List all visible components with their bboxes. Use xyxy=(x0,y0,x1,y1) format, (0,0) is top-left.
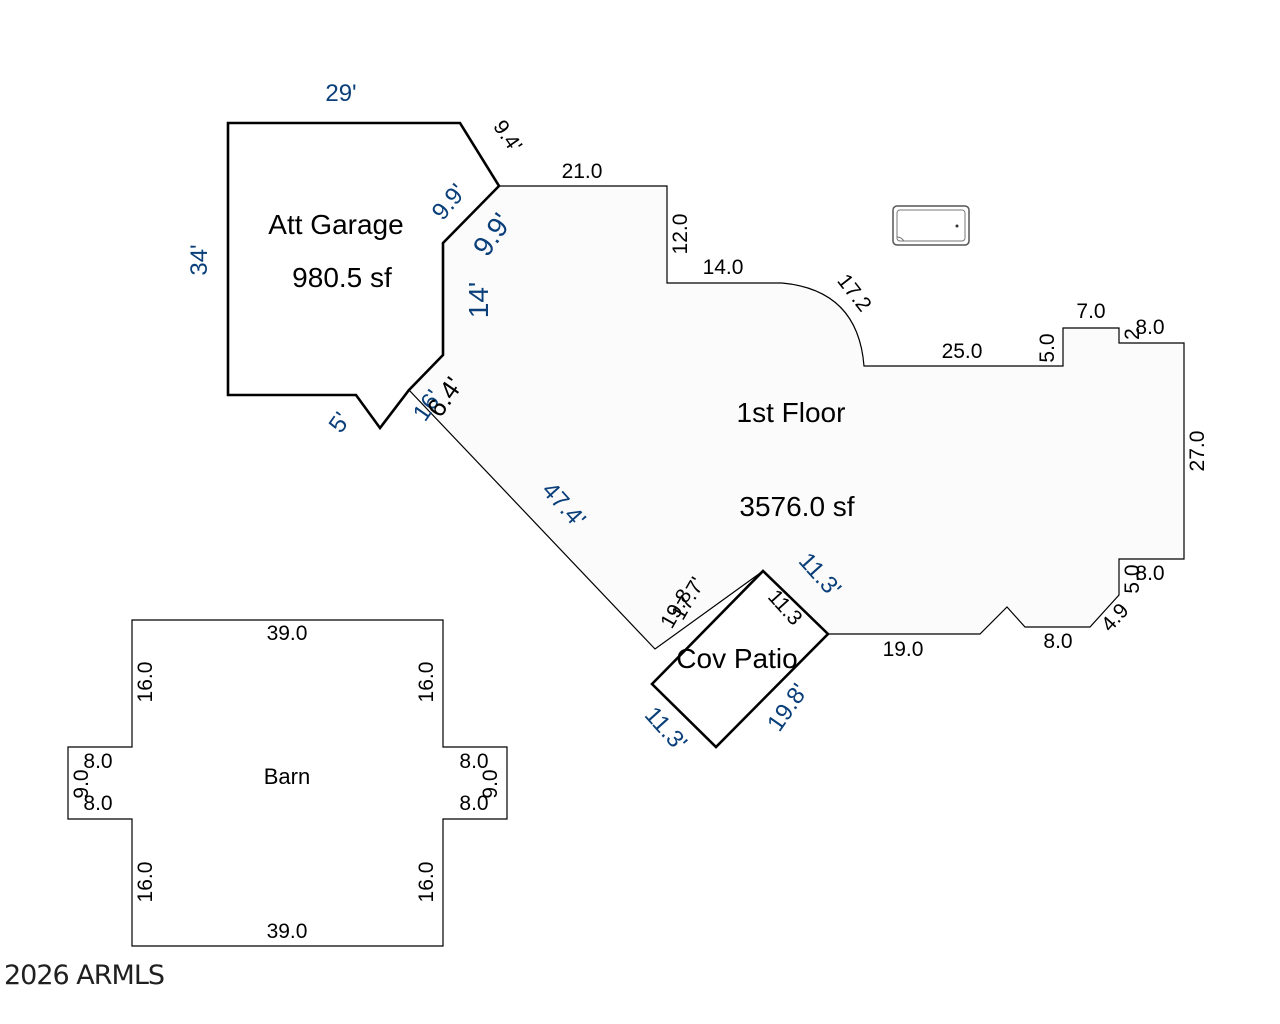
patio-bottom-right-dim: 19.8' xyxy=(762,679,814,737)
barn-left-notch-v-dim: 9.0 xyxy=(70,769,93,798)
patio-bottom-left-dim: 11.3' xyxy=(639,702,692,757)
barn-left-notch-bottom-dim: 8.0 xyxy=(83,792,112,815)
barn-right-upper-dim: 16.0 xyxy=(415,662,438,703)
garage-bottom-5-dim: 5' xyxy=(324,408,356,438)
barn-right-notch-top-dim: 8.0 xyxy=(459,750,488,773)
barn-left-lower-dim: 16.0 xyxy=(134,862,157,903)
floor-small-2-dim: 2 xyxy=(1121,328,1144,340)
barn-outline xyxy=(67,619,508,947)
floor-right-dim: 27.0 xyxy=(1186,431,1209,472)
garage-top-dim: 29' xyxy=(325,80,356,107)
barn-name: Barn xyxy=(264,764,310,789)
floor-notch-top-dim: 7.0 xyxy=(1076,300,1105,323)
garage-outline xyxy=(226,121,501,431)
barn-right-notch-bottom-dim: 8.0 xyxy=(459,792,488,815)
patio-name: Cov Patio xyxy=(676,643,797,674)
floor-step-h-dim: 14.0 xyxy=(703,256,744,279)
barn-top-dim: 39.0 xyxy=(267,622,308,645)
floor-right-lower-v-dim: 5.0 xyxy=(1121,564,1144,593)
floor-bottom-19-dim: 19.0 xyxy=(883,638,924,661)
floor-bottom-8-dim: 8.0 xyxy=(1043,630,1072,653)
floor-right-top-dim: 8.0 xyxy=(1135,316,1164,339)
garage-diag-upper-dim: 9.4' xyxy=(488,116,526,156)
first-floor-area: 3576.0 sf xyxy=(739,491,854,522)
patio-outline xyxy=(650,569,830,749)
floor-top-dim: 21.0 xyxy=(562,160,603,183)
pool-icon xyxy=(892,205,970,246)
barn-left-notch-top-dim: 8.0 xyxy=(83,750,112,773)
barn-right-notch-v-dim: 9.0 xyxy=(479,769,502,798)
copyright-text: 2026 ARMLS xyxy=(4,960,165,991)
garage-diag-inner-dim: 9.9' xyxy=(427,179,472,225)
barn-bottom-dim: 39.0 xyxy=(267,920,308,943)
barn-left-upper-dim: 16.0 xyxy=(134,662,157,703)
first-floor-name: 1st Floor xyxy=(737,397,846,428)
garage-side-14-dim: 14' xyxy=(463,282,494,319)
floor-notch-v-dim: 5.0 xyxy=(1036,333,1059,362)
barn-right-lower-dim: 16.0 xyxy=(415,862,438,903)
garage-left-dim: 34' xyxy=(186,244,213,275)
floor-right-lower-dim: 8.0 xyxy=(1135,562,1164,585)
garage-name: Att Garage xyxy=(268,209,403,240)
garage-area: 980.5 sf xyxy=(292,262,392,293)
floor-step-v-dim: 12.0 xyxy=(669,214,692,255)
floor-mid-dim: 25.0 xyxy=(942,340,983,363)
